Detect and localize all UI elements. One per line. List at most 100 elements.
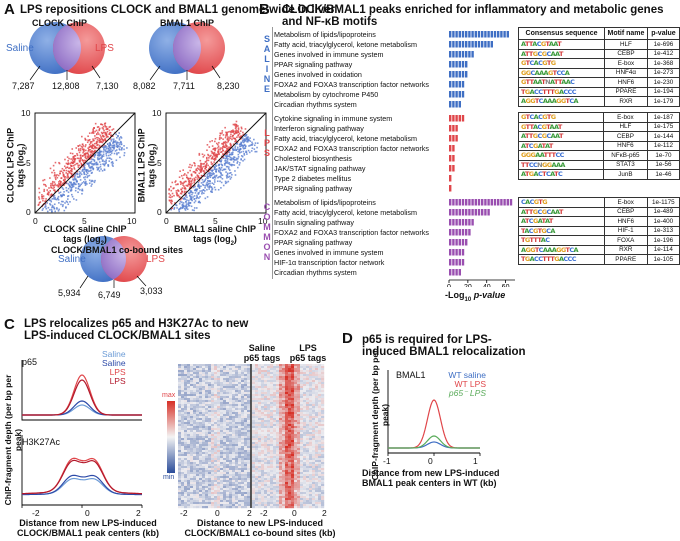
motif-pvalue: 1e-368 xyxy=(646,58,680,69)
bar-segment xyxy=(461,31,465,38)
motif-name: CEBP xyxy=(604,48,648,59)
bmal-ylabel-sub: 2 xyxy=(153,146,160,150)
bar-segment xyxy=(484,31,487,38)
d-xtick-0: 0 xyxy=(428,456,433,466)
bar-segment xyxy=(449,229,452,236)
motif-logo: ATTGCGCAAT xyxy=(517,48,606,59)
bmal-scatter-points xyxy=(168,120,259,213)
clock-common-count: 12,808 xyxy=(52,81,80,91)
bar-segment xyxy=(455,219,458,226)
motif-table: Consensus sequence Motif name p-value AT… xyxy=(517,27,680,107)
motif-name: E-box xyxy=(603,197,648,208)
bar-segment xyxy=(449,101,452,108)
pathway-term: Interferon signaling pathway xyxy=(274,124,364,133)
motif-pvalue: 1e-230 xyxy=(646,77,680,88)
motif-name: E-box xyxy=(604,58,648,69)
group-letter: L xyxy=(264,54,270,64)
bar-segment xyxy=(458,259,461,266)
clock-overlap xyxy=(53,22,81,74)
bar-segment xyxy=(487,209,490,216)
panel-c-profiles xyxy=(21,360,143,508)
bmal-x-tick-0: 0 xyxy=(164,216,169,226)
motif-pvalue: 1e-400 xyxy=(646,216,680,227)
bar-segment xyxy=(449,219,452,226)
clock-xlabel-line1: CLOCK saline ChIP xyxy=(43,224,127,234)
motif-logo: ATTGCGCAAT xyxy=(518,206,605,217)
motif-logo: TGTTTAC xyxy=(518,235,605,246)
motif-name: FOXA xyxy=(603,235,648,246)
motif-name: HIF-1 xyxy=(603,225,648,236)
bar-segment xyxy=(461,219,465,226)
h3k27ac-profile-line xyxy=(21,477,143,496)
panel-d-xlabel-line2: BMAL1 peak centers in WT (kb) xyxy=(362,478,497,488)
heatmap-xlabel: Distance to new LPS-induced CLOCK/BMAL1 … xyxy=(180,518,340,538)
panel-b-label: B xyxy=(259,1,270,18)
bar-segment xyxy=(449,239,452,246)
bar-segment xyxy=(468,219,471,226)
clock-y-tick-10: 10 xyxy=(21,108,31,118)
bar-segment xyxy=(461,239,465,246)
panel-d-xlabel: Distance from new LPS-induced BMAL1 peak… xyxy=(362,468,500,488)
bmal-xlabel-sub: 2 xyxy=(230,240,234,247)
bar-segment xyxy=(484,41,487,48)
heat-xtick-6: 2 xyxy=(322,508,327,518)
panel-c-ylabel: ChIP-fragment depth (per bp per peak) xyxy=(3,374,23,506)
heatmap-saline-title: Saline p65 tags xyxy=(232,343,292,363)
bar-segment xyxy=(455,229,458,236)
bmal-xlabel-line2: tags (log xyxy=(193,234,231,244)
bar-segment xyxy=(458,81,461,88)
bar-segment xyxy=(471,209,474,216)
motif-pvalue: 1e-412 xyxy=(646,48,680,59)
panel-c-xlabel-line2: CLOCK/BMAL1 peak centers (kb) xyxy=(16,528,160,538)
pathway-term: HIF-1α transcription factor network xyxy=(274,258,385,267)
bar-segment xyxy=(509,199,513,206)
bar-segment xyxy=(484,209,487,216)
c-xtick-0: 0 xyxy=(85,508,90,518)
bar-segment xyxy=(487,41,490,48)
panel-c-title-line2: LPS-induced CLOCK/BMAL1 sites xyxy=(24,330,211,342)
bar-segment xyxy=(452,165,455,172)
pathway-term: Cholesterol biosynthesis xyxy=(274,154,352,163)
motif-pvalue: 1e-175 xyxy=(646,121,680,132)
bar-segment xyxy=(455,115,458,122)
cobound-overlap xyxy=(101,236,126,282)
clock-lps-count: 7,130 xyxy=(96,81,119,91)
d-xtick-1: 1 xyxy=(473,456,478,466)
bar-segment xyxy=(455,101,458,108)
bar-segment xyxy=(449,199,452,206)
motif-name: RXR xyxy=(604,96,648,107)
motif-pvalue: 1e-194 xyxy=(646,86,680,97)
cobound-title: CLOCK/BMAL1 co-bound sites xyxy=(51,245,183,255)
bmal-overlap xyxy=(173,22,201,74)
bar-segment xyxy=(458,61,461,68)
clock-scatter-points xyxy=(37,122,128,213)
bar-segment xyxy=(477,199,481,206)
pathway-term: Metabolism by cytochrome P450 xyxy=(274,90,379,99)
group-letter: N xyxy=(263,74,271,84)
panel-d-profile xyxy=(387,370,481,456)
bar-segment xyxy=(449,71,452,78)
bar-segment xyxy=(455,31,458,38)
bmal1-label: BMAL1 xyxy=(396,370,426,380)
clock-x-tick-0: 0 xyxy=(33,216,38,226)
bar-segment xyxy=(503,31,506,38)
motif-logo: TACGTGCA xyxy=(518,225,605,236)
motif-pvalue: 1e-144 xyxy=(646,131,680,142)
pathway-term: FOXA2 and FOXA3 transcription factor net… xyxy=(274,228,429,237)
bar-segment xyxy=(458,209,461,216)
motif-header-name: Motif name xyxy=(604,27,648,40)
bar-segment xyxy=(468,31,471,38)
heat-xtick-1: -2 xyxy=(180,508,188,518)
bar-segment xyxy=(455,81,458,88)
